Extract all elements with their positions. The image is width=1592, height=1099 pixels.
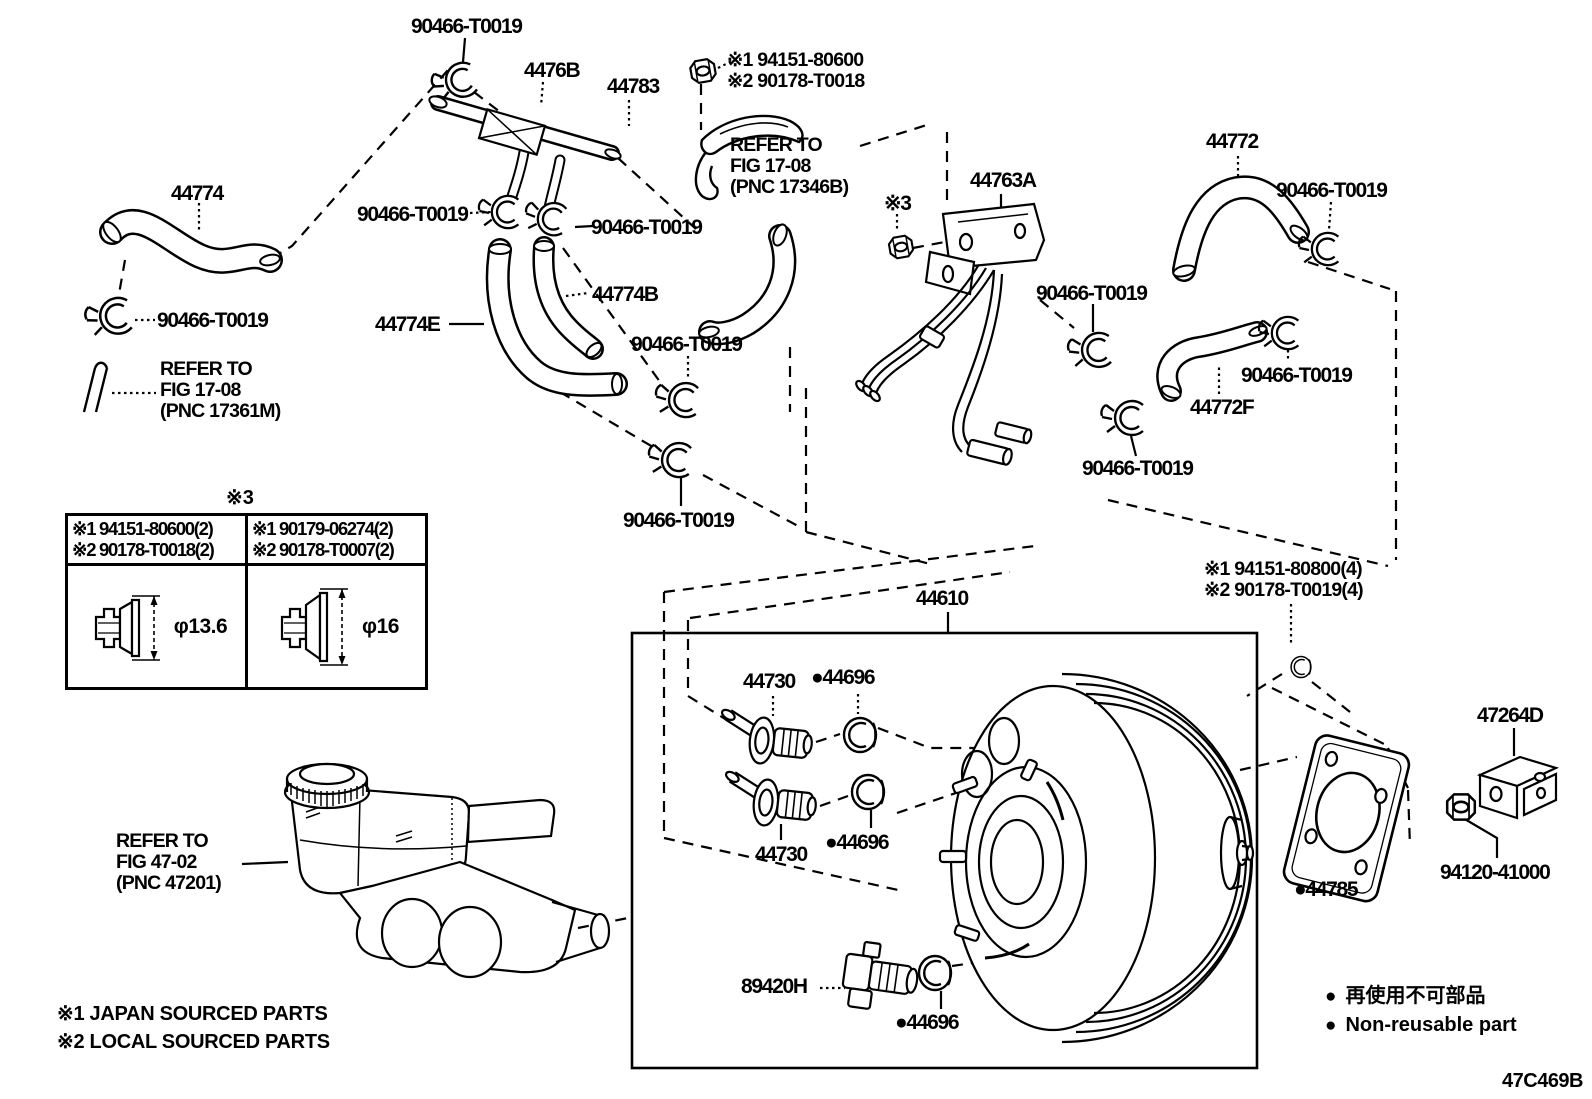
part-callout: 44763A	[970, 169, 1037, 192]
hex-nut-icon	[688, 56, 718, 86]
note-block: REFER TO FIG 17-08 (PNC 17346B)	[730, 134, 849, 198]
part-callout: 44730	[755, 843, 808, 866]
hose-clamp-icon	[477, 194, 520, 230]
bracket-47264d	[1476, 755, 1560, 820]
legend-row-en: ● Non-reusable part	[1325, 1011, 1517, 1040]
part-callout: ●44785	[1294, 878, 1359, 901]
sensor-89420h	[841, 940, 919, 1010]
note-block: REFER TO FIG 47-02 (PNC 47201)	[116, 830, 222, 894]
non-reusable-legend: ● 再使用不可部品 ● Non-reusable part	[1325, 982, 1517, 1040]
vacuum-pipes	[855, 265, 1033, 466]
connector-4476b	[428, 95, 622, 223]
filled-circle-icon: ●	[1325, 1015, 1337, 1036]
sourcing-notes: ※1 JAPAN SOURCED PARTS ※2 LOCAL SOURCED …	[57, 1000, 330, 1056]
hose-44772	[1172, 175, 1310, 282]
part-callout: 47264D	[1477, 704, 1544, 727]
hose-clamp-icon	[645, 439, 693, 480]
sourcing-note-local: ※2 LOCAL SOURCED PARTS	[57, 1031, 330, 1053]
spec-col-2: ※1 90179-06274(2)※2 90178-T0007(2) φ16	[248, 516, 425, 687]
pipe-stub	[82, 361, 109, 413]
spec-col-1: ※1 94151-80600(2)※2 90178-T0018(2) φ13.6	[68, 516, 248, 687]
part-callout: 90466-T0019	[1276, 179, 1388, 202]
assembly-box-44610	[630, 631, 1259, 1070]
construction-dashed-lines	[117, 69, 1412, 968]
brake-booster	[938, 672, 1255, 1044]
part-callout: 44730	[743, 670, 796, 693]
part-callout: 44772F	[1190, 396, 1255, 419]
part-callout: 90466-T0019	[1241, 364, 1353, 387]
part-callout: 44610	[916, 587, 969, 610]
hose-clamp-icon	[1100, 399, 1145, 437]
hose-44772f	[1156, 321, 1268, 402]
part-callout: 90466-T0019	[1082, 457, 1194, 480]
part-callout: 4476B	[524, 59, 581, 82]
part-callout: ●44696	[825, 831, 890, 854]
note-block: ※1 94151-80600 ※2 90178-T0018	[727, 49, 865, 92]
part-callout: 90466-T0019	[591, 216, 703, 239]
legend-row-jp: ● 再使用不可部品	[1325, 982, 1517, 1011]
diagram-code: 47C469B	[1502, 1070, 1584, 1092]
filled-circle-icon: ●	[1325, 986, 1337, 1007]
part-callout: ●44696	[811, 666, 876, 689]
gasket-44785	[1282, 734, 1411, 903]
bracket-44783	[694, 114, 804, 201]
sourcing-note-japan: ※1 JAPAN SOURCED PARTS	[57, 1003, 328, 1025]
hose-44774	[99, 209, 283, 274]
hex-nut-icon	[1445, 793, 1477, 821]
part-callout: 94120-41000	[1440, 861, 1551, 884]
hose-clamp-icon	[652, 379, 700, 420]
part-callout: ●44696	[895, 1011, 960, 1034]
grommet-44696	[842, 716, 878, 754]
part-callout: 90466-T0019	[1036, 282, 1148, 305]
note-block: REFER TO FIG 17-08 (PNC 17361M)	[160, 358, 281, 422]
spec-col-1-header: ※1 94151-80600(2)※2 90178-T0018(2)	[68, 516, 245, 566]
hose-clamp-icon	[82, 294, 134, 341]
legend-jp-label: 再使用不可部品	[1345, 985, 1486, 1007]
hose-44774e	[485, 238, 628, 397]
diameter-label: φ13.6	[173, 614, 228, 638]
part-callout: 90466-T0019	[157, 309, 269, 332]
part-callout: 90466-T0019	[411, 15, 523, 38]
hose-clamp-icon	[1065, 330, 1113, 371]
legend-en-label: Non-reusable part	[1345, 1014, 1517, 1036]
hex-nut-icon	[886, 233, 916, 261]
grommet-44696	[917, 954, 953, 992]
grommet-icon	[1290, 655, 1312, 679]
part-callout: 90466-T0019	[357, 203, 469, 226]
hose-clamp-icon	[1297, 231, 1340, 267]
flange-nut-profile-icon	[94, 594, 160, 661]
diameter-label: φ16	[362, 614, 399, 638]
leader-lines	[241, 37, 1516, 1009]
part-callout: 44774	[171, 182, 224, 205]
part-callout: 90466-T0019	[623, 509, 735, 532]
hose-44774b	[532, 236, 604, 360]
pipe-bracket-44763a	[924, 202, 1046, 296]
spec-table-title: ※3	[226, 487, 254, 509]
grommet-44696	[850, 773, 886, 811]
spec-col-2-header: ※1 90179-06274(2)※2 90178-T0007(2)	[248, 516, 425, 566]
spec-col-2-body: φ16	[248, 566, 425, 687]
part-callout: 44772	[1206, 130, 1259, 153]
hose-elbow	[698, 223, 797, 346]
fastener-spec-table: ※1 94151-80600(2)※2 90178-T0018(2) φ13.6…	[65, 513, 428, 690]
spec-col-1-body: φ13.6	[68, 566, 245, 687]
flange-nut-profile-icon	[280, 587, 349, 666]
part-callout: 44783	[607, 75, 660, 98]
part-callout: 89420H	[741, 975, 808, 998]
master-cylinder	[283, 762, 611, 979]
part-callout: 90466-T0019	[631, 333, 743, 356]
note-block: ※1 94151-80800(4) ※2 90178-T0019(4)	[1204, 558, 1364, 601]
part-callout: 44774E	[375, 313, 441, 336]
part-callout: ※3	[884, 192, 912, 215]
check-valve-44730	[716, 707, 815, 768]
part-callout: 44774B	[592, 283, 659, 306]
check-valve-44730	[720, 769, 819, 830]
hose-clamp-icon	[1257, 315, 1300, 351]
